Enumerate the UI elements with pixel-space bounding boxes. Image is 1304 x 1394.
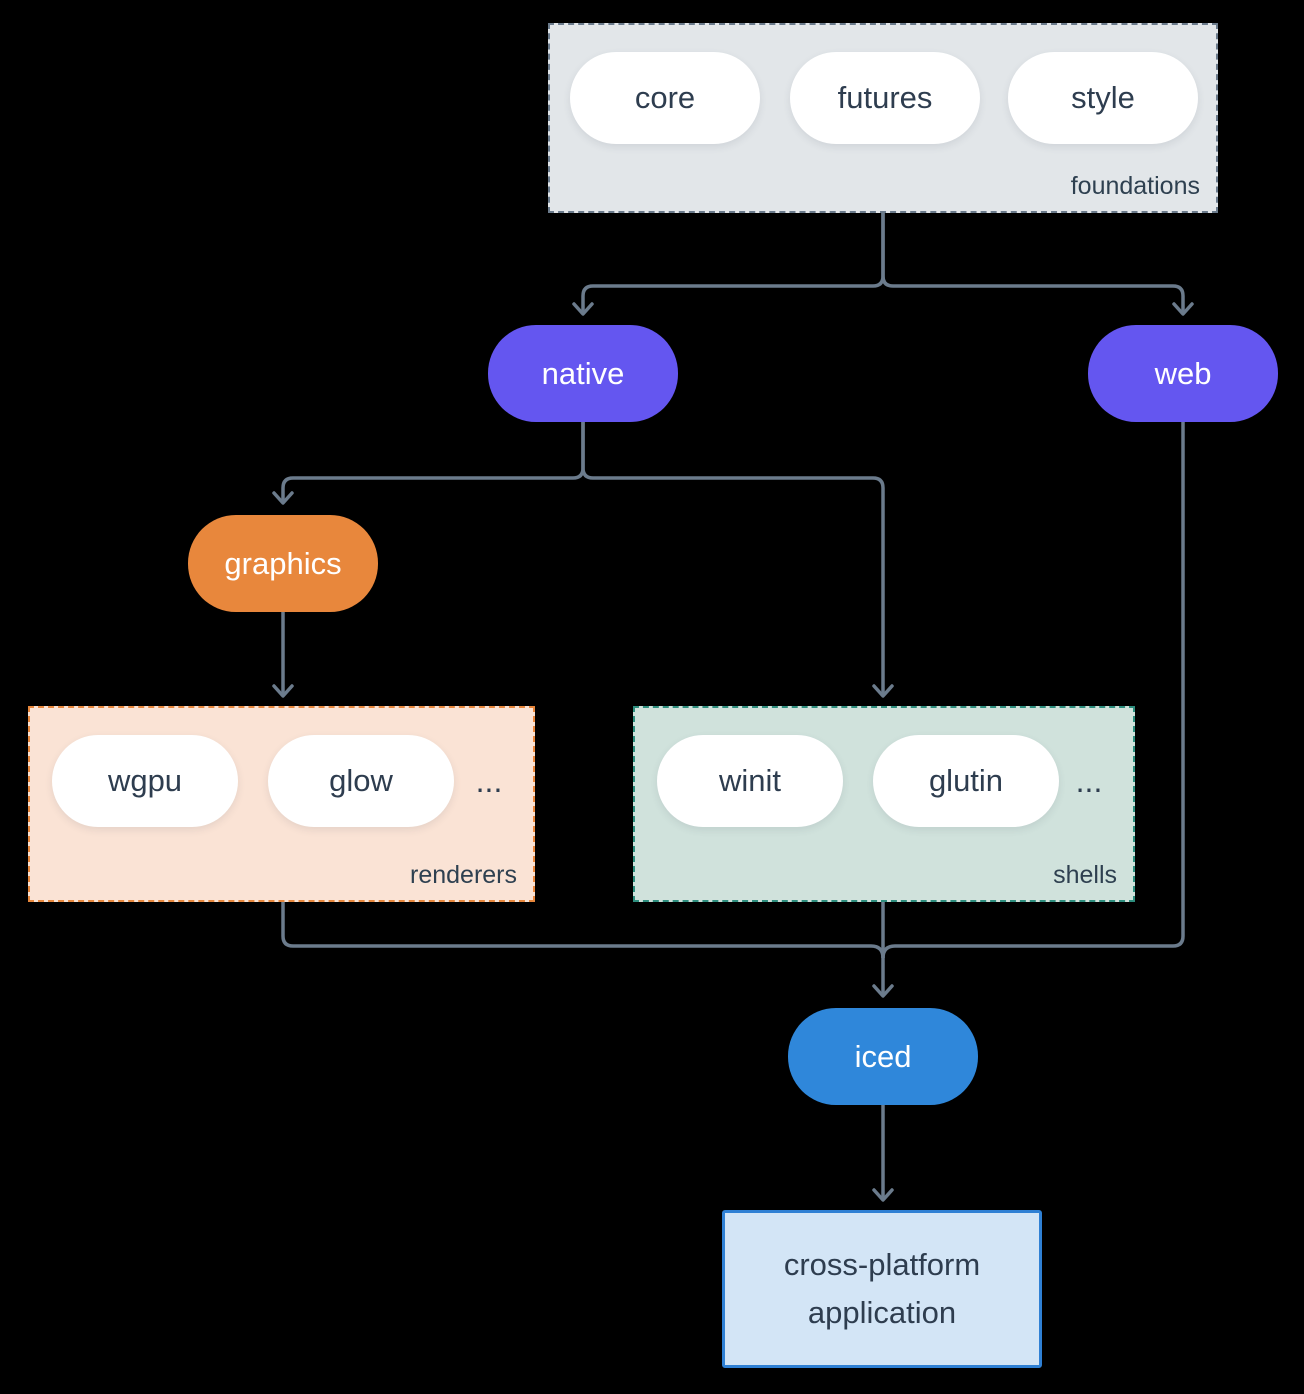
group-foundations: core futures style foundations bbox=[548, 23, 1218, 213]
node-graphics-label: graphics bbox=[224, 545, 342, 581]
node-native-label: native bbox=[541, 355, 625, 391]
node-style-label: style bbox=[1071, 80, 1135, 115]
node-style: style bbox=[1008, 52, 1198, 144]
shells-ellipsis: ... bbox=[1075, 762, 1103, 799]
node-cross-platform-application: cross-platform application bbox=[722, 1210, 1042, 1368]
node-glutin-label: glutin bbox=[928, 763, 1004, 798]
renderers-ellipsis: ... bbox=[475, 762, 503, 799]
node-winit: winit bbox=[657, 735, 843, 827]
edge-renderers-merge bbox=[281, 902, 885, 959]
node-native: native bbox=[488, 325, 678, 422]
edge-foundations-native bbox=[572, 213, 885, 316]
group-shells-label: shells bbox=[1053, 861, 1117, 889]
node-graphics: graphics bbox=[188, 515, 378, 612]
node-futures-label: futures bbox=[837, 80, 933, 115]
node-iced-label: iced bbox=[854, 1038, 912, 1074]
node-wgpu: wgpu bbox=[52, 735, 238, 827]
node-glow: glow bbox=[268, 735, 454, 827]
node-futures: futures bbox=[790, 52, 980, 144]
group-shells: winit glutin ... shells bbox=[633, 706, 1135, 902]
node-iced: iced bbox=[788, 1008, 978, 1105]
node-winit-label: winit bbox=[718, 763, 781, 798]
node-glow-label: glow bbox=[329, 763, 393, 798]
edge-native-graphics bbox=[272, 422, 585, 505]
application-label-line2: application bbox=[807, 1295, 957, 1330]
node-core: core bbox=[570, 52, 760, 144]
edge-native-shells bbox=[581, 422, 894, 698]
node-core-label: core bbox=[634, 80, 696, 115]
node-web: web bbox=[1088, 325, 1278, 422]
group-renderers: wgpu glow ... renderers bbox=[28, 706, 535, 902]
group-foundations-label: foundations bbox=[1070, 172, 1200, 200]
node-glutin: glutin bbox=[873, 735, 1059, 827]
edge-foundations-web bbox=[881, 213, 1194, 316]
node-web-label: web bbox=[1154, 355, 1212, 391]
application-label-line1: cross-platform bbox=[783, 1246, 981, 1282]
group-renderers-label: renderers bbox=[410, 861, 517, 889]
node-wgpu-label: wgpu bbox=[107, 763, 183, 798]
